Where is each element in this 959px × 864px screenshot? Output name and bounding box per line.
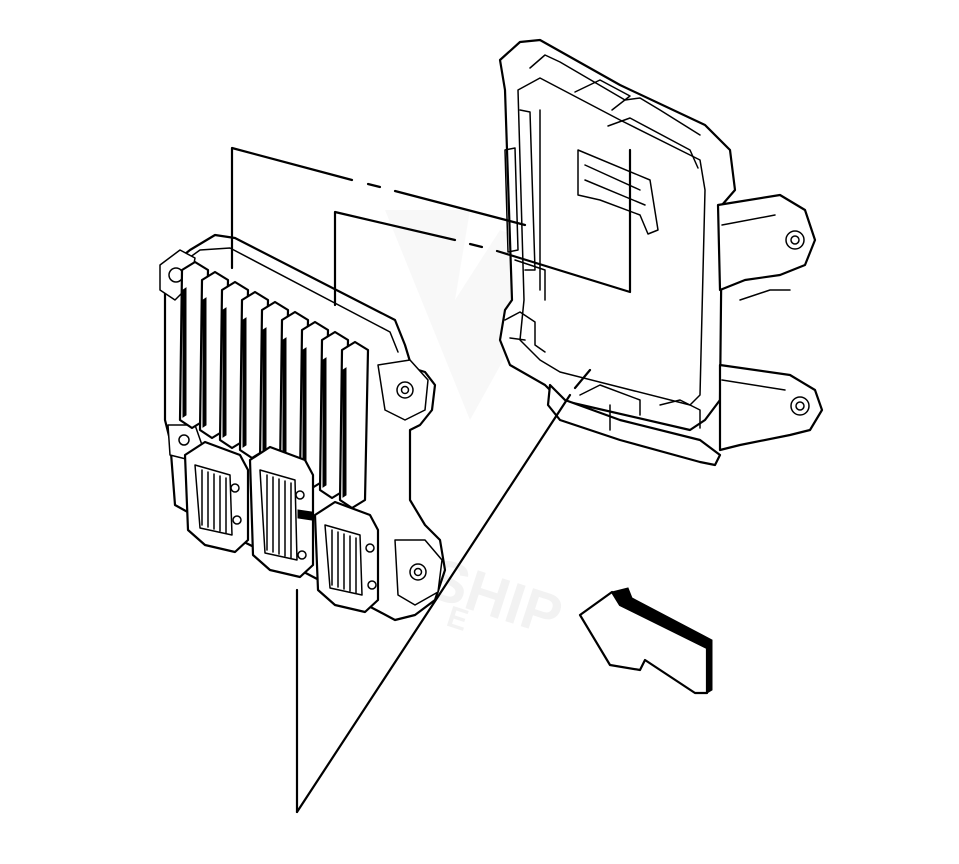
callout-line-lower-right: [295, 393, 572, 814]
cooling-fins: [178, 260, 370, 510]
callout-line-middle: [333, 210, 457, 307]
callout-lines: [230, 146, 632, 814]
install-direction-arrow-icon: [578, 587, 713, 695]
connector-1: [183, 440, 250, 554]
callout-line-upper: [230, 146, 354, 270]
connector-2: [248, 445, 315, 579]
engine-control-module: [159, 233, 447, 622]
mounting-bracket: [498, 38, 824, 467]
connector-3: [313, 500, 380, 614]
